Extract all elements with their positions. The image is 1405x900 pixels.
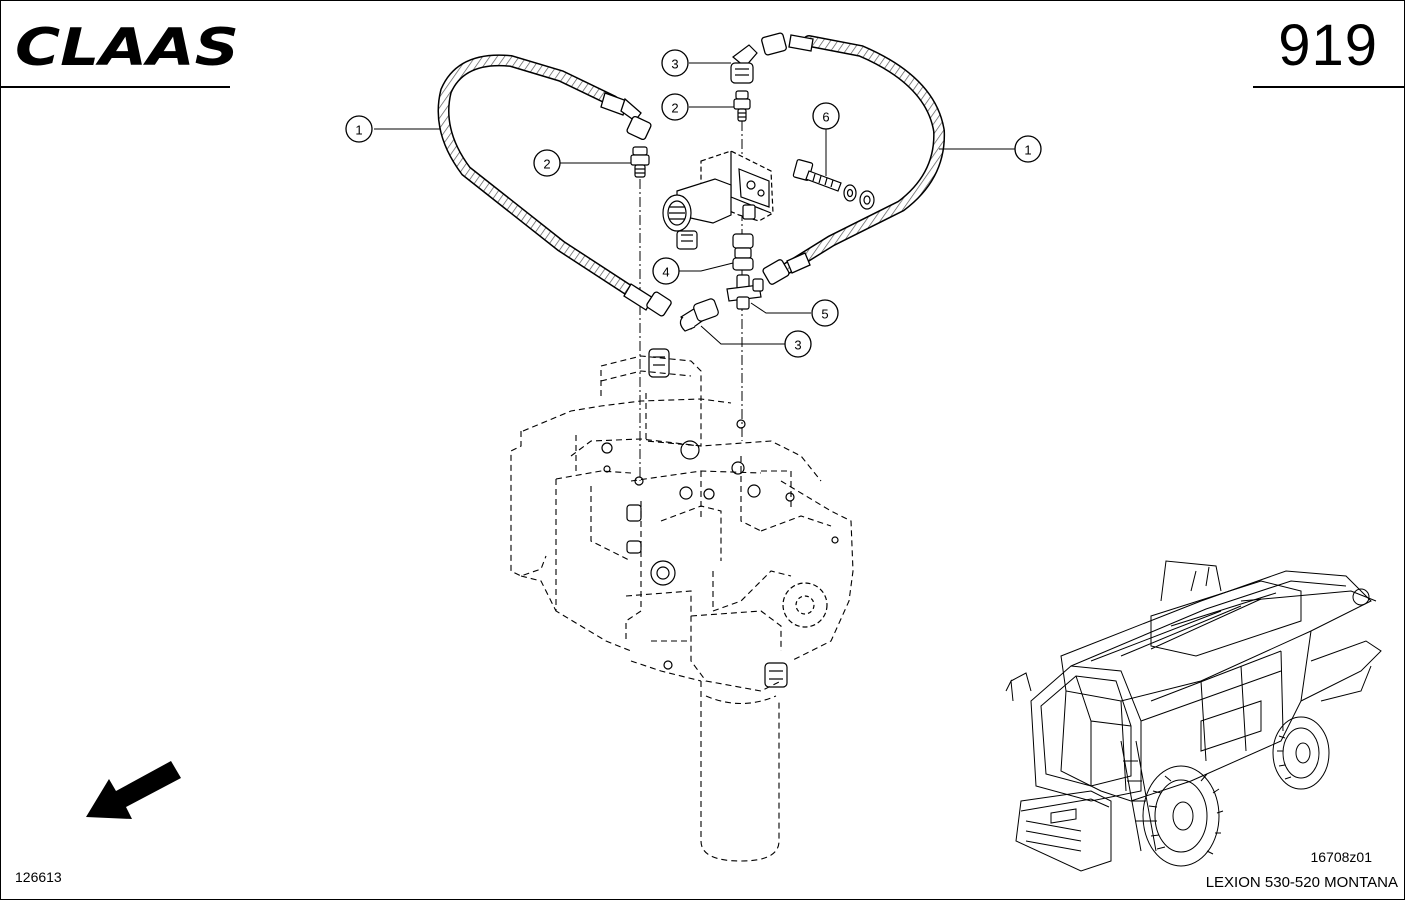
adapter-left [630,146,650,178]
assembly-axes [639,121,743,481]
elbow-bottom [679,298,719,332]
callout-3-top: 3 [661,49,689,77]
callout-1-left: 1 [345,115,373,143]
callout-1-right: 1 [1014,135,1042,163]
reference-number: 16708z01 [1310,849,1372,865]
adapter-top [733,90,751,122]
combine-harvester-icon [1005,560,1382,872]
svg-text:2: 2 [671,101,678,116]
solenoid-valve-icon [662,150,774,250]
callout-2-left: 2 [533,149,561,177]
union-nut [732,233,754,271]
svg-text:1: 1 [355,123,362,138]
svg-text:4: 4 [662,265,669,280]
callout-6: 6 [812,102,840,130]
page-number: 919 [1278,13,1378,78]
bolt [792,159,875,210]
tee-fitting [726,274,764,310]
claas-logo: CLAAS [15,21,239,73]
elbow-top [730,44,758,84]
header-rule-right [1253,86,1404,88]
svg-text:6: 6 [822,110,829,125]
hose-left [437,54,672,317]
callout-5: 5 [811,299,839,327]
svg-text:1: 1 [1024,143,1031,158]
leader-lines [374,62,1015,345]
svg-text:3: 3 [794,338,801,353]
hydraulic-pump-icon [510,348,854,862]
arrow-left-down-icon [86,761,181,819]
callout-4: 4 [652,257,680,285]
svg-text:3: 3 [671,57,678,72]
callout-2-top: 2 [661,93,689,121]
drawing-number: 126613 [15,869,62,885]
callout-3-bottom: 3 [784,330,812,358]
svg-text:5: 5 [821,307,828,322]
hose-right [761,32,946,285]
model-name: LEXION 530-520 MONTANA [1205,874,1398,891]
svg-text:CLAAS: CLAAS [15,21,239,73]
svg-text:2: 2 [543,157,550,172]
header-rule-left [1,86,230,88]
